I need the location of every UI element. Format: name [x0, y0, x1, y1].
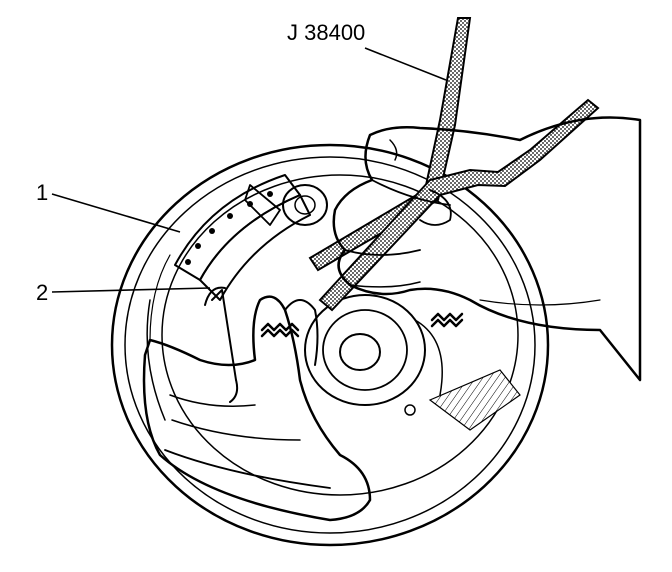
hub-assembly: [304, 294, 521, 431]
callout-2-label: 2: [36, 280, 48, 305]
callout-1-leader: [51, 193, 181, 233]
callout-1-label: 1: [36, 180, 48, 205]
callout-2-leader: [51, 287, 211, 293]
callout-tool-label: J 38400: [287, 20, 365, 45]
spring-tool-j38400: [308, 17, 600, 312]
lower-hand: [142, 295, 372, 522]
adjuster-spring-right: [430, 312, 464, 328]
anchor-pin: [244, 184, 328, 226]
return-spring: [204, 286, 239, 403]
upper-hand: [332, 116, 642, 382]
callout-tool-leader: [364, 47, 447, 81]
brake-shoe: [174, 174, 311, 301]
backing-plate: [110, 143, 550, 547]
